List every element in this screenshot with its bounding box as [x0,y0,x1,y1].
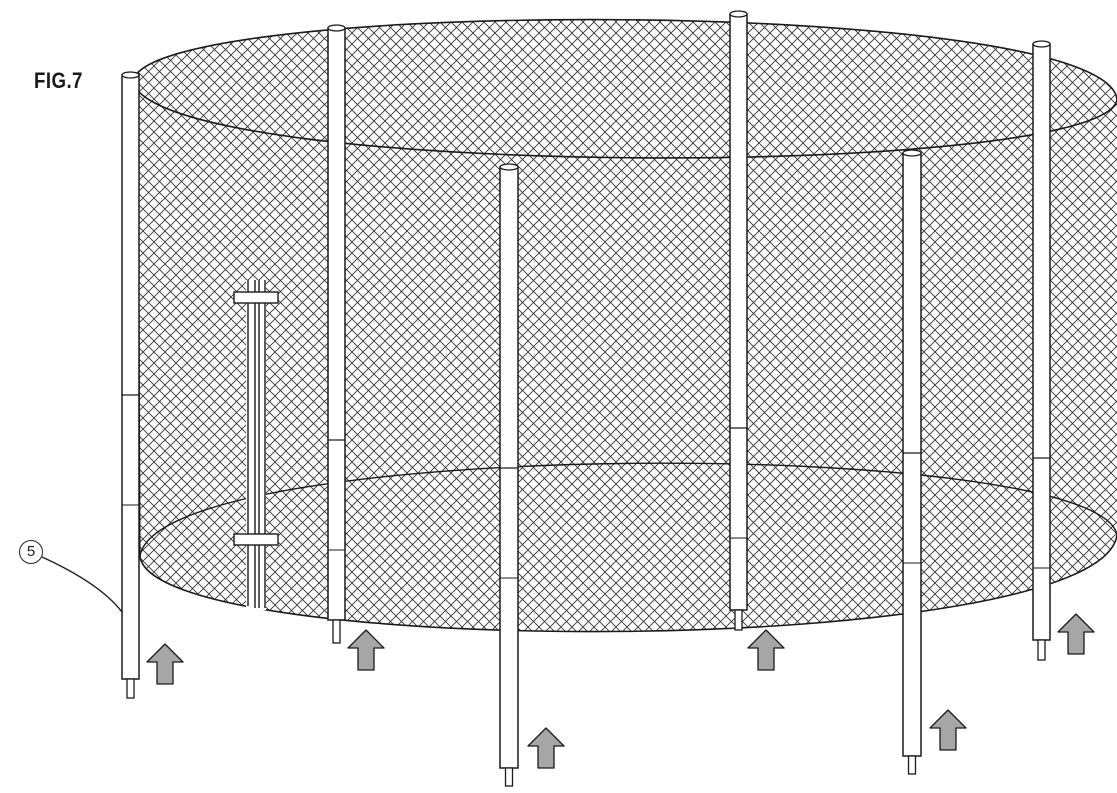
pole-end-pin [126,678,135,699]
door-strap-top [233,291,279,304]
safety-net [132,18,1117,633]
net-top-rim-front [132,81,1117,159]
door-strap-bottom [233,533,279,546]
up-arrow-icon [146,643,184,685]
pole-end-pin [504,767,514,787]
net-bottom-rim-front [139,534,1117,633]
up-arrow-icon [747,629,785,671]
pole-end-pin [332,619,341,644]
pole-top-cap [902,149,922,157]
part-number-callout: 5 [19,540,43,564]
enclosure-pole [729,10,748,631]
enclosure-pole [499,163,519,787]
pole-tube [902,152,922,757]
enclosure-pole [902,149,922,775]
pole-top-cap [121,71,140,79]
pole-top-cap [1032,40,1051,48]
pole-top-cap [499,163,519,171]
enclosure-pole [327,24,346,644]
up-arrow-icon [1057,613,1095,655]
net-door-zipper [233,280,279,610]
pole-tube [729,13,748,611]
up-arrow-icon [527,727,565,769]
pole-tube [1032,43,1051,641]
pole-top-cap [729,10,748,18]
up-arrow-icon [347,629,385,671]
pole-end-pin [734,609,743,631]
pole-end-pin [1037,639,1046,661]
net-top-rim-back [132,18,1117,101]
pole-end-pin [907,755,917,775]
enclosure-pole [1032,40,1051,661]
pole-top-cap [327,24,346,32]
up-arrow-icon [929,709,967,751]
net-body [133,19,1117,632]
enclosure-poles [121,10,1051,787]
pole-tube [327,27,346,621]
figure-label: FIG.7 [34,68,83,93]
part-callout-leader [41,556,123,613]
pole-tube [121,74,140,680]
enclosure-pole [121,71,140,699]
net-bottom-rim-back [139,462,1117,557]
direction-arrows [146,613,1095,769]
